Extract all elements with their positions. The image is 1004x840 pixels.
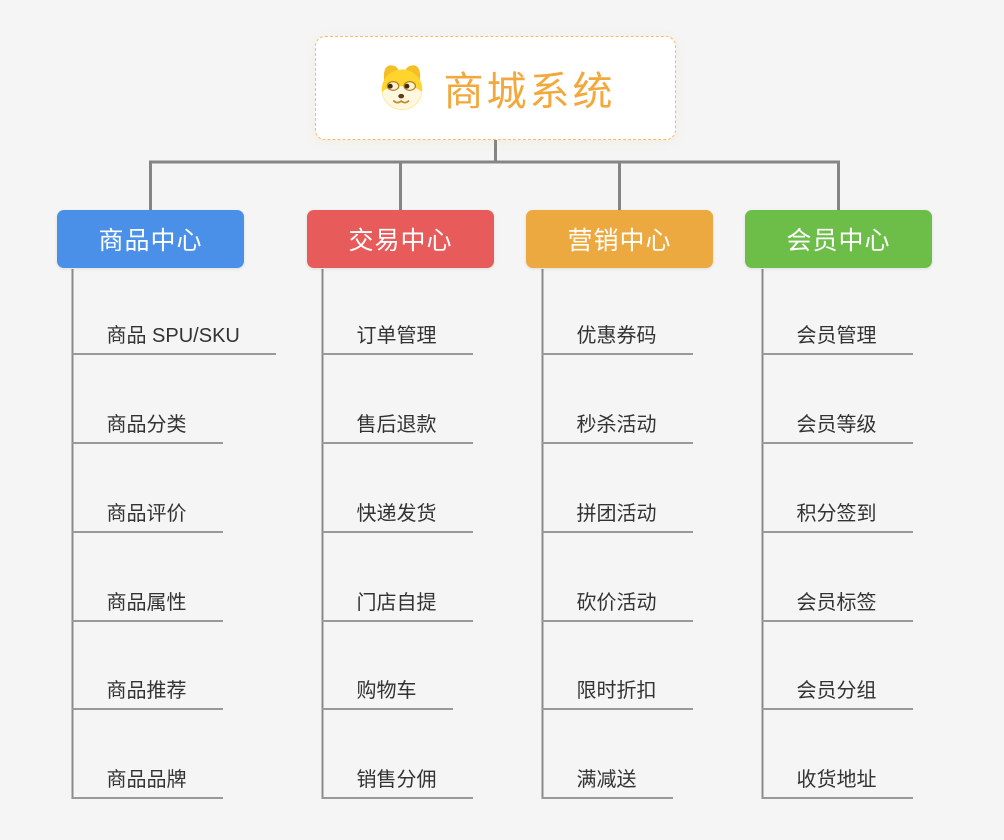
child-node[interactable]: 限时折扣	[541, 622, 693, 711]
branch-node-product-center[interactable]: 商品中心	[57, 210, 244, 268]
child-node-label: 售后退款	[356, 414, 437, 436]
branch-children-trade-center: 订单管理 售后退款 快递发货 门店自提 购物车 销售分佣	[321, 267, 473, 799]
child-node-label: 销售分佣	[356, 769, 437, 791]
child-node-label: 订单管理	[356, 325, 437, 348]
child-node[interactable]: 优惠券码	[541, 267, 693, 356]
branch-label: 会员中心	[786, 227, 891, 255]
child-node[interactable]: 秒杀活动	[541, 355, 693, 444]
child-node[interactable]: 会员分组	[761, 622, 913, 711]
child-node[interactable]: 商品评价	[71, 444, 223, 533]
branch-node-marketing-center[interactable]: 营销中心	[526, 210, 713, 268]
branch-node-trade-center[interactable]: 交易中心	[307, 210, 494, 268]
child-node-label: 秒杀活动	[576, 414, 657, 436]
child-node-label: 砍价活动	[576, 591, 657, 614]
child-node[interactable]: 订单管理	[321, 267, 473, 356]
child-node[interactable]: 会员管理	[761, 267, 913, 356]
child-node[interactable]: 会员等级	[761, 355, 913, 444]
child-node[interactable]: 拼团活动	[541, 444, 693, 533]
child-node-label: 优惠券码	[576, 325, 657, 348]
child-node[interactable]: 销售分佣	[321, 710, 473, 799]
child-node[interactable]: 商品推荐	[71, 622, 223, 711]
child-node-label: 商品推荐	[106, 680, 187, 703]
child-node-label: 拼团活动	[576, 502, 657, 525]
child-node[interactable]: 购物车	[321, 622, 453, 711]
child-node[interactable]: 快递发货	[321, 444, 473, 533]
branch-label: 商品中心	[98, 227, 203, 255]
child-node[interactable]: 售后退款	[321, 355, 473, 444]
branch-children-member-center: 会员管理 会员等级 积分签到 会员标签 会员分组 收货地址	[761, 267, 913, 799]
child-node-label: 限时折扣	[576, 680, 657, 703]
child-node-label: 会员分组	[796, 680, 877, 703]
child-node[interactable]: 满减送	[541, 710, 673, 799]
child-node-label: 商品分类	[106, 414, 187, 436]
root-node[interactable]: 商城系统	[315, 36, 676, 140]
child-node-label: 会员等级	[796, 414, 877, 436]
branch-children-marketing-center: 优惠券码 秒杀活动 拼团活动 砍价活动 限时折扣 满减送	[541, 267, 693, 799]
child-node-label: 满减送	[576, 769, 637, 791]
child-node-label: 会员标签	[796, 591, 877, 614]
child-node[interactable]: 商品分类	[71, 355, 223, 444]
child-node[interactable]: 积分签到	[761, 444, 913, 533]
child-node[interactable]: 商品品牌	[71, 710, 223, 799]
dog-face-icon	[381, 65, 422, 110]
child-node-label: 商品评价	[106, 502, 187, 525]
child-node[interactable]: 砍价活动	[541, 533, 693, 622]
child-node-label: 购物车	[356, 680, 417, 703]
child-node-label: 收货地址	[796, 769, 877, 791]
child-node-label: 商品属性	[106, 591, 187, 614]
child-node-label: 会员管理	[796, 325, 877, 348]
child-node[interactable]: 会员标签	[761, 533, 913, 622]
child-node[interactable]: 门店自提	[321, 533, 473, 622]
child-node-label: 商品 SPU/SKU	[106, 325, 240, 348]
child-node[interactable]: 商品 SPU/SKU	[71, 267, 276, 356]
branch-label: 营销中心	[567, 227, 672, 255]
child-node-label: 商品品牌	[106, 769, 187, 791]
child-node[interactable]: 收货地址	[761, 710, 913, 799]
child-node-label: 积分签到	[796, 502, 877, 525]
branch-node-member-center[interactable]: 会员中心	[745, 210, 932, 268]
child-node-label: 门店自提	[356, 591, 437, 614]
child-node[interactable]: 商品属性	[71, 533, 223, 622]
child-node-label: 快递发货	[356, 502, 437, 525]
branch-children-product-center: 商品 SPU/SKU 商品分类 商品评价 商品属性 商品推荐 商品品牌	[71, 267, 276, 799]
root-title: 商城系统	[443, 70, 616, 114]
branch-label: 交易中心	[348, 227, 453, 255]
